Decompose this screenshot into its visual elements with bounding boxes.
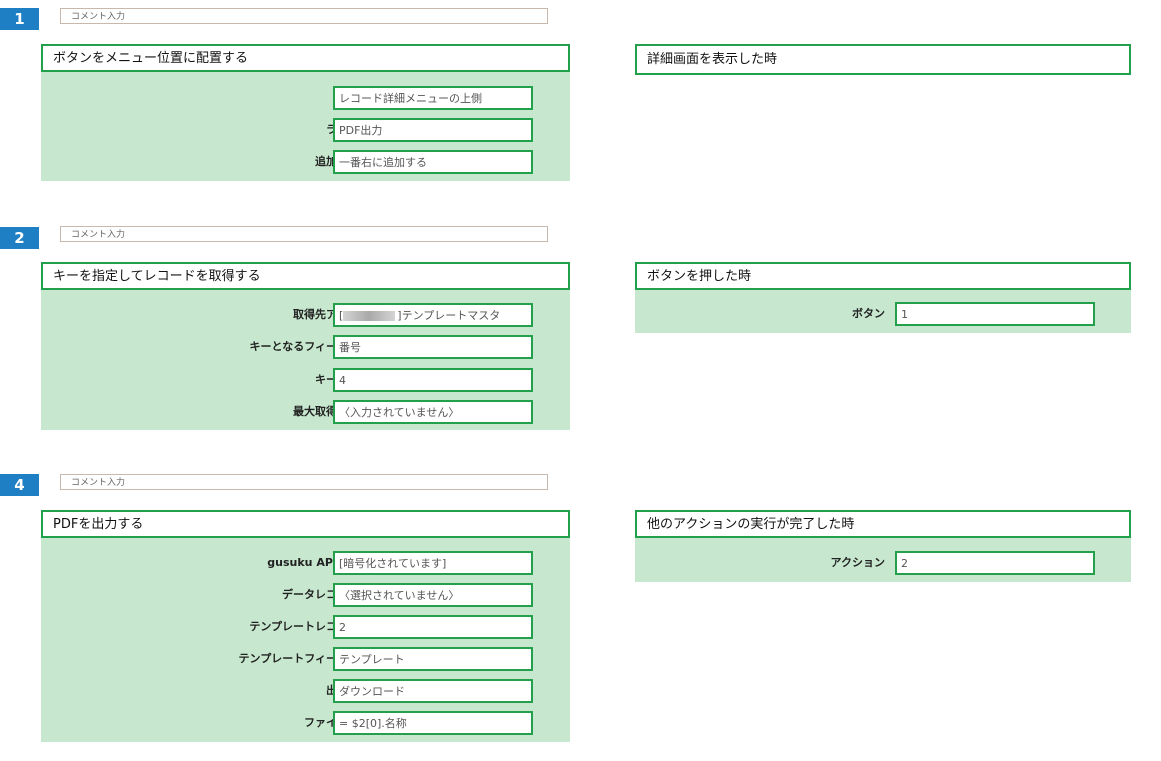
field-row: 場所 レコード詳細メニューの上側 [41, 86, 570, 110]
key-value-field[interactable]: 4 [333, 368, 533, 392]
value-suffix: ]テンプレートマスタ [397, 309, 501, 322]
trigger-title[interactable]: 詳細画面を表示した時 [635, 44, 1131, 75]
trigger-panel: 詳細画面を表示した時 [635, 44, 1131, 75]
section-number-badge: 2 [0, 227, 39, 249]
section-number-badge: 4 [0, 474, 39, 496]
source-app-field[interactable]: [ ]テンプレートマスタ [333, 303, 533, 327]
key-field[interactable]: 番号 [333, 335, 533, 359]
action-panel: キーを指定してレコードを取得する 取得先アプリ []テンプレートマスタ キーとな… [41, 262, 570, 430]
comment-input[interactable]: コメント入力 [60, 474, 548, 490]
position-field[interactable]: 一番右に追加する [333, 150, 533, 174]
api-key-field[interactable]: [暗号化されています] [333, 551, 533, 575]
template-record-field[interactable]: 2 [333, 615, 533, 639]
comment-input[interactable]: コメント入力 [60, 226, 548, 242]
file-name-field[interactable]: = $2[0].名称 [333, 711, 533, 735]
field-label: アクション [830, 556, 885, 569]
action-settings: gusuku APIキー [暗号化されています] データレコード 〈選択されてい… [41, 538, 570, 742]
field-row: アクション 2 [635, 551, 1131, 575]
field-row: 追加位置 一番右に追加する [41, 150, 570, 174]
section-number-badge: 1 [0, 8, 39, 30]
action-panel: ボタンをメニュー位置に配置する 場所 レコード詳細メニューの上側 ラベル PDF… [41, 44, 570, 181]
trigger-panel: 他のアクションの実行が完了した時 アクション 2 [635, 510, 1131, 582]
template-field-field[interactable]: テンプレート [333, 647, 533, 671]
output-destination-field[interactable]: ダウンロード [333, 679, 533, 703]
field-row: データレコード 〈選択されていません〉 [41, 583, 570, 607]
trigger-settings: アクション 2 [635, 538, 1131, 582]
action-title[interactable]: ボタンをメニュー位置に配置する [41, 44, 570, 72]
max-records-field[interactable]: 〈入力されていません〉 [333, 400, 533, 424]
value-prefix: [ [339, 309, 344, 322]
trigger-panel: ボタンを押した時 ボタン 1 [635, 262, 1131, 333]
comment-input[interactable]: コメント入力 [60, 8, 548, 24]
field-label: キーとなるフィールド [249, 340, 359, 353]
action-settings: 取得先アプリ []テンプレートマスタ キーとなるフィールド 番号 キーの値 4 … [41, 290, 570, 430]
action-title[interactable]: キーを指定してレコードを取得する [41, 262, 570, 290]
trigger-title[interactable]: ボタンを押した時 [635, 262, 1131, 290]
field-row: ボタン 1 [635, 302, 1131, 326]
field-row: キーとなるフィールド 番号 [41, 335, 570, 359]
action-field[interactable]: 2 [895, 551, 1095, 575]
field-row: ラベル PDF出力 [41, 118, 570, 142]
location-field[interactable]: レコード詳細メニューの上側 [333, 86, 533, 110]
field-row: テンプレートフィールド テンプレート [41, 647, 570, 671]
field-row: キーの値 4 [41, 368, 570, 392]
field-row: ファイル名 = $2[0].名称 [41, 711, 570, 735]
data-record-field[interactable]: 〈選択されていません〉 [333, 583, 533, 607]
button-field[interactable]: 1 [895, 302, 1095, 326]
field-label: ボタン [852, 307, 885, 320]
field-row: gusuku APIキー [暗号化されています] [41, 551, 570, 575]
field-row: 出力先 ダウンロード [41, 679, 570, 703]
action-settings: 場所 レコード詳細メニューの上側 ラベル PDF出力 追加位置 一番右に追加する [41, 72, 570, 181]
trigger-settings: ボタン 1 [635, 290, 1131, 333]
field-label: テンプレートフィールド [238, 652, 359, 665]
field-row: 最大取得件数 〈入力されていません〉 [41, 400, 570, 424]
action-panel: PDFを出力する gusuku APIキー [暗号化されています] データレコー… [41, 510, 570, 742]
redacted-app-name [343, 311, 396, 321]
field-row: 取得先アプリ []テンプレートマスタ [41, 303, 570, 327]
field-row: テンプレートレコード 2 [41, 615, 570, 639]
trigger-title[interactable]: 他のアクションの実行が完了した時 [635, 510, 1131, 538]
label-field[interactable]: PDF出力 [333, 118, 533, 142]
action-title[interactable]: PDFを出力する [41, 510, 570, 538]
field-label: テンプレートレコード [249, 620, 359, 633]
